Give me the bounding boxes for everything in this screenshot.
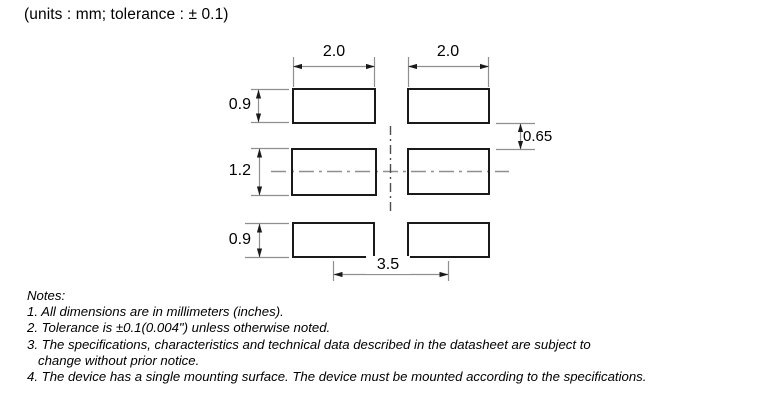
arrow-icon [256,223,263,233]
arrow-icon [256,248,263,258]
note-3-continued: change without prior notice. [38,352,200,368]
pad-bottom-left [292,222,375,258]
pad-bottom-right [407,222,490,258]
arrow-icon [256,186,263,196]
pads [291,88,490,258]
dim-label-top-left-width: 2.0 [322,43,346,60]
arrow-icon [480,63,489,70]
arrow-icon [408,63,417,70]
dimension-lines [245,57,535,281]
dim-label-top-row-height: 0.9 [228,96,251,113]
dim-label-middle-row-height: 1.2 [228,162,251,179]
dim-label-column-pitch: 3.5 [366,256,410,274]
arrow-icon [439,271,449,278]
dim-label-top-right-width: 2.0 [436,43,460,60]
arrow-icon [517,141,524,150]
note-4: 4. The device has a single mounting surf… [27,369,647,385]
dimension-arrows [255,63,524,278]
pad-top-left [292,88,376,124]
arrow-icon [293,63,302,70]
arrow-icon [366,63,375,70]
notes-section: Notes: 1. All dimensions are in millimet… [27,288,743,385]
units-tolerance-title: (units : mm; tolerance : ± 0.1) [24,6,229,23]
note-2: 2. Tolerance is ±0.1(0.004") unless othe… [27,320,331,336]
dim-label-row-gap: 0.65 [523,128,553,145]
arrow-icon [255,113,262,123]
centerlines [271,126,509,214]
note-3: 3. The specifications, characteristics a… [27,336,591,352]
arrow-icon [517,123,524,132]
note-1: 1. All dimensions are in millimeters (in… [27,304,284,320]
pad-middle-left [291,148,377,196]
arrow-icon [333,271,343,278]
dim-label-bottom-row-height: 0.9 [228,231,251,248]
arrow-icon [256,148,263,158]
pad-top-right [407,88,490,124]
arrow-icon [255,89,262,99]
notes-heading: Notes: [27,288,66,303]
pad-middle-right [407,148,490,195]
